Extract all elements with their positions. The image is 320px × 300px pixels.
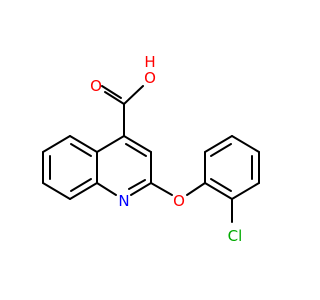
bond-cooh-carbonyl-a	[104, 91, 125, 105]
bond-c1p-c2p	[204, 182, 233, 200]
atom-carbonyl-o: O	[90, 77, 102, 95]
atom-ring-n: N	[118, 192, 129, 210]
bond-c2-oether	[150, 182, 173, 196]
bond-n-c8a	[96, 182, 117, 196]
bond-c2-n	[130, 182, 152, 196]
bond-c5p-c6p-inner	[210, 143, 232, 157]
bond-c4a-c5	[69, 135, 98, 153]
bond-c4-c3	[123, 135, 152, 153]
bond-cooh-oh	[123, 85, 144, 105]
bond-c5p-c6p	[204, 135, 233, 153]
bond-cooh-carbonyl-b	[101, 85, 122, 99]
bond-c2p-c3p	[231, 182, 260, 200]
bond-c2-n-inner	[128, 179, 146, 190]
bond-c5-c6	[42, 135, 71, 153]
atom-chloro: Cl	[228, 227, 243, 245]
bond-c7-c8	[42, 182, 71, 200]
atom-hydroxyl-o: O	[144, 69, 156, 87]
bond-oether-c1p	[186, 182, 206, 196]
bond-c8-c8a-inner	[70, 178, 92, 192]
molecule-structure: H O O N O Cl	[42, 53, 260, 245]
bond-c4a-c5-inner	[70, 143, 92, 157]
bond-c8-c8a	[69, 182, 98, 200]
atom-hydroxyl-h: H	[144, 53, 155, 71]
atom-ether-o: O	[173, 192, 185, 210]
bond-c1p-c2p-inner	[210, 178, 232, 192]
structure-canvas: H O O N O Cl	[42, 53, 260, 245]
bond-c4-c4a	[96, 135, 125, 153]
bond-c4p-c5p	[231, 135, 260, 153]
bond-c4-c3-inner	[125, 143, 147, 157]
